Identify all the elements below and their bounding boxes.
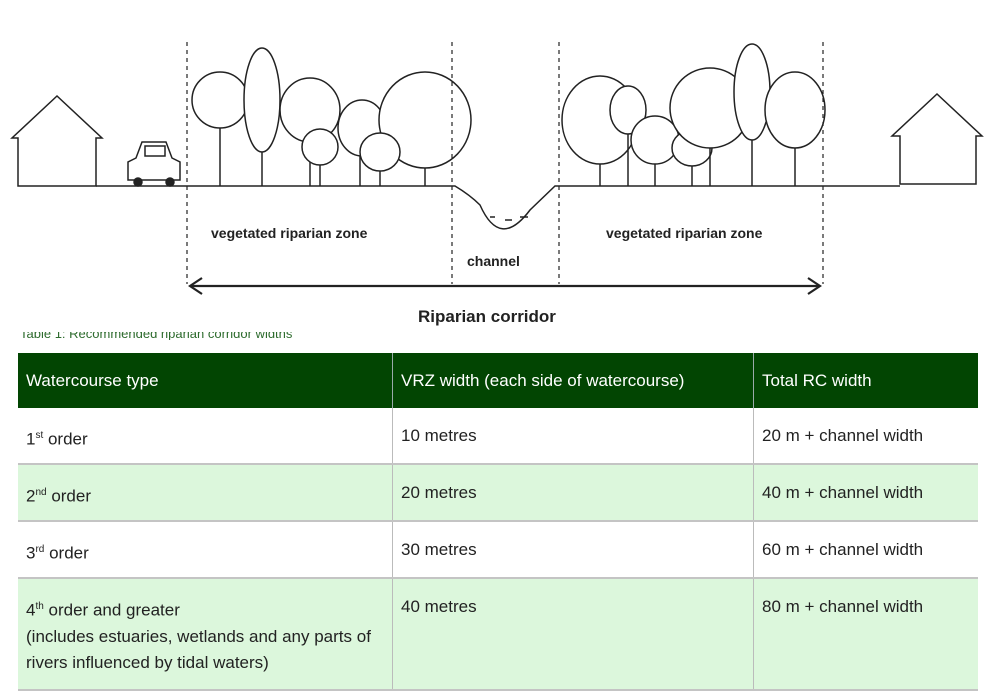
total-width-cell: 60 m + channel width	[753, 521, 978, 579]
watercourse-type-note: (includes estuaries, wetlands and any pa…	[26, 626, 371, 672]
car-icon	[127, 141, 181, 187]
vrz-width-cell: 30 metres	[392, 521, 754, 579]
watercourse-type-cell: 2nd order	[18, 464, 393, 522]
riparian-corridor-diagram: vegetated riparian zone vegetated ripari…	[10, 42, 984, 326]
table-header-row: Watercourse type VRZ width (each side of…	[18, 353, 978, 408]
table-caption: Table 1: Recommended riparian corridor w…	[20, 332, 293, 340]
table-row: 3rd order 30 metres 60 m + channel width	[18, 521, 978, 579]
total-width-cell: 80 m + channel width	[753, 578, 978, 691]
corridor-label: Riparian corridor	[418, 307, 556, 326]
total-width-cell: 40 m + channel width	[753, 464, 978, 522]
header-vrz-width: VRZ width (each side of watercourse)	[392, 353, 754, 408]
table-row: 2nd order 20 metres 40 m + channel width	[18, 464, 978, 522]
left-house-icon	[10, 94, 104, 187]
channel-label: channel	[467, 253, 520, 269]
watercourse-type-cell: 4th order and greater(includes estuaries…	[18, 578, 393, 691]
watercourse-type-cell: 3rd order	[18, 521, 393, 579]
vrz-width-cell: 40 metres	[392, 578, 754, 691]
vrz-width-cell: 10 metres	[392, 408, 754, 465]
right-trees	[561, 43, 826, 186]
vrz-width-cell: 20 metres	[392, 464, 754, 522]
header-total-rc-width: Total RC width	[753, 353, 978, 408]
total-width-cell: 20 m + channel width	[753, 408, 978, 465]
left-trees	[191, 47, 472, 186]
water-surface	[490, 216, 528, 221]
header-watercourse-type: Watercourse type	[18, 353, 393, 408]
watercourse-type-cell: 1st order	[18, 408, 393, 465]
right-house-icon	[890, 92, 984, 185]
right-zone-label: vegetated riparian zone	[606, 225, 763, 241]
ground-line	[96, 185, 900, 230]
left-zone-label: vegetated riparian zone	[211, 225, 368, 241]
table-row: 4th order and greater(includes estuaries…	[18, 578, 978, 691]
corridor-arrow	[188, 277, 822, 295]
riparian-widths-table: Watercourse type VRZ width (each side of…	[18, 353, 978, 691]
zone-boundaries	[186, 42, 824, 284]
table-row: 1st order 10 metres 20 m + channel width	[18, 408, 978, 465]
